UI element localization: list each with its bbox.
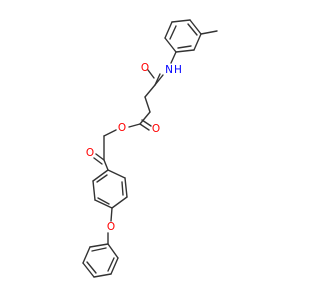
bond — [164, 37, 177, 53]
bond — [95, 153, 105, 161]
bond — [200, 30, 218, 35]
bond-double — [147, 69, 155, 79]
bond-double — [121, 181, 124, 196]
bond — [189, 19, 202, 35]
bond — [82, 246, 91, 264]
bond — [92, 180, 96, 201]
bond — [144, 84, 156, 98]
bond-double — [86, 261, 97, 274]
bond-double — [96, 174, 108, 183]
bond — [171, 19, 191, 23]
bond-double — [97, 197, 110, 205]
atom-label-amide-oxygen: O — [141, 62, 149, 74]
bond-double — [141, 119, 152, 127]
atom-label-amide-nitrogen: N — [165, 64, 173, 76]
bond — [128, 123, 141, 128]
atom-label-amide-hydrogen: H — [174, 64, 182, 76]
bond — [139, 111, 151, 125]
bond-double — [169, 25, 177, 40]
bond — [144, 96, 151, 113]
bond — [107, 243, 119, 259]
bond — [110, 207, 113, 222]
bonds — [82, 19, 218, 278]
bond — [110, 257, 119, 275]
bond — [82, 262, 95, 278]
bond — [193, 33, 202, 51]
molecule-structure: O N H O O O O — [82, 19, 218, 278]
bond — [139, 123, 150, 131]
atom-labels: O N H O O O O — [86, 62, 182, 233]
atom-label-ether-oxygen: O — [107, 221, 115, 233]
atom-label-ester-carbonyl-oxygen: O — [152, 123, 160, 135]
bond — [175, 49, 195, 53]
bond — [89, 243, 109, 248]
bond-double — [187, 23, 198, 36]
bond — [93, 273, 112, 278]
bond-double — [107, 257, 115, 272]
atom-label-ester-oxygen: O — [118, 122, 126, 134]
bond-double — [91, 247, 107, 252]
bond — [170, 51, 177, 64]
bond — [94, 199, 113, 209]
bond — [164, 21, 173, 39]
bond — [92, 169, 109, 182]
bond — [111, 196, 128, 209]
bond — [154, 73, 161, 86]
bond — [107, 169, 126, 179]
bond — [103, 159, 109, 171]
bond — [103, 129, 117, 137]
bond-double — [177, 45, 192, 49]
bond — [124, 177, 128, 198]
bond-double — [93, 157, 103, 165]
atom-label-ketone-oxygen: O — [86, 147, 94, 159]
